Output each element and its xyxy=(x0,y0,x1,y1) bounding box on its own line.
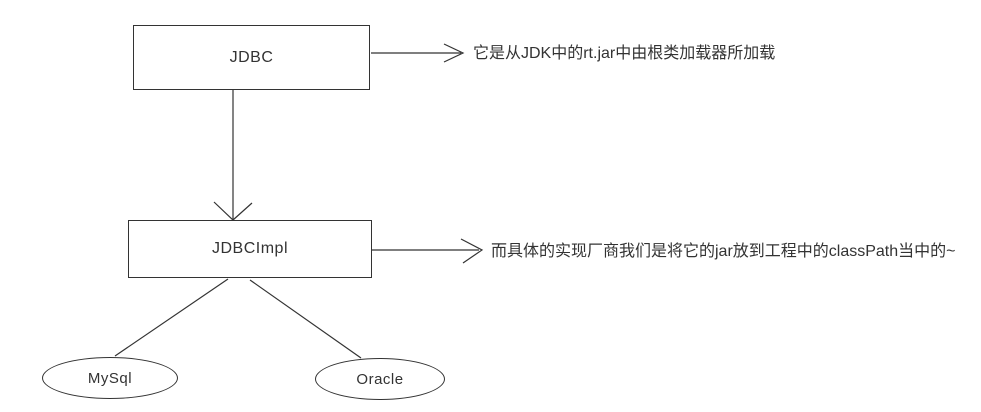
jdbcimpl-node: JDBCImpl xyxy=(128,220,372,278)
jdbcimpl-annotation-text: 而具体的实现厂商我们是将它的jar放到工程中的classPath当中的~ xyxy=(491,243,956,260)
oracle-node: Oracle xyxy=(315,358,445,400)
line-jdbcimpl-to-mysql xyxy=(114,278,229,357)
jdbc-node: JDBC xyxy=(133,25,370,90)
oracle-node-label: Oracle xyxy=(356,370,404,388)
mysql-node-label: MySql xyxy=(87,369,133,387)
line-jdbcimpl-to-oracle xyxy=(249,279,362,359)
arrow-jdbcimpl-to-note-head xyxy=(460,238,484,264)
jdbc-node-label: JDBC xyxy=(229,48,274,66)
jdbcimpl-node-label: JDBCImpl xyxy=(211,240,288,257)
jdbc-annotation-text: 它是从JDK中的rt.jar中由根类加载器所加载 xyxy=(473,45,776,62)
arrow-jdbc-to-note-head xyxy=(443,43,465,63)
mysql-node: MySql xyxy=(42,357,178,399)
